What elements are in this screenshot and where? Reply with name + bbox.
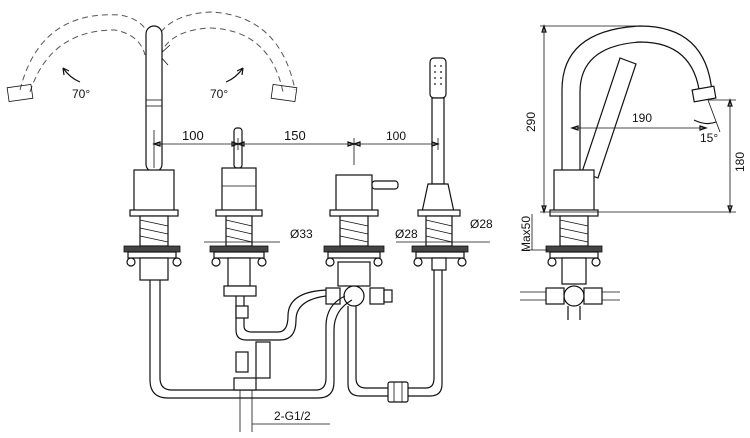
max-50: Max50	[519, 216, 533, 252]
dim-100-a: 100	[182, 128, 204, 143]
reach-190: 190	[632, 111, 652, 125]
hand-shower	[411, 57, 469, 271]
dim-100-b: 100	[386, 129, 406, 143]
side-spout	[520, 25, 717, 320]
hot-valve	[209, 127, 269, 287]
swing-right-label: 70°	[210, 87, 228, 101]
height-290: 290	[524, 112, 538, 132]
dia-28-b: Ø28	[470, 217, 493, 231]
height-180: 180	[733, 152, 747, 172]
dia-28-a: Ø28	[395, 227, 418, 241]
dia-33: Ø33	[290, 227, 313, 241]
spout	[123, 25, 182, 281]
shower-holes	[434, 65, 442, 85]
front-view: 70° 70°	[6, 11, 493, 432]
dim-150: 150	[284, 128, 306, 143]
side-dimensions	[526, 24, 736, 251]
diverter-valve	[323, 174, 399, 307]
dimension-lines	[152, 130, 490, 432]
hoses	[149, 270, 443, 403]
swing-left-label: 70°	[72, 87, 90, 101]
angle-15: 15°	[700, 131, 718, 145]
side-view: 290 190 15° 180 Max50	[519, 24, 747, 320]
thread-label: 2-G1/2	[274, 409, 311, 423]
